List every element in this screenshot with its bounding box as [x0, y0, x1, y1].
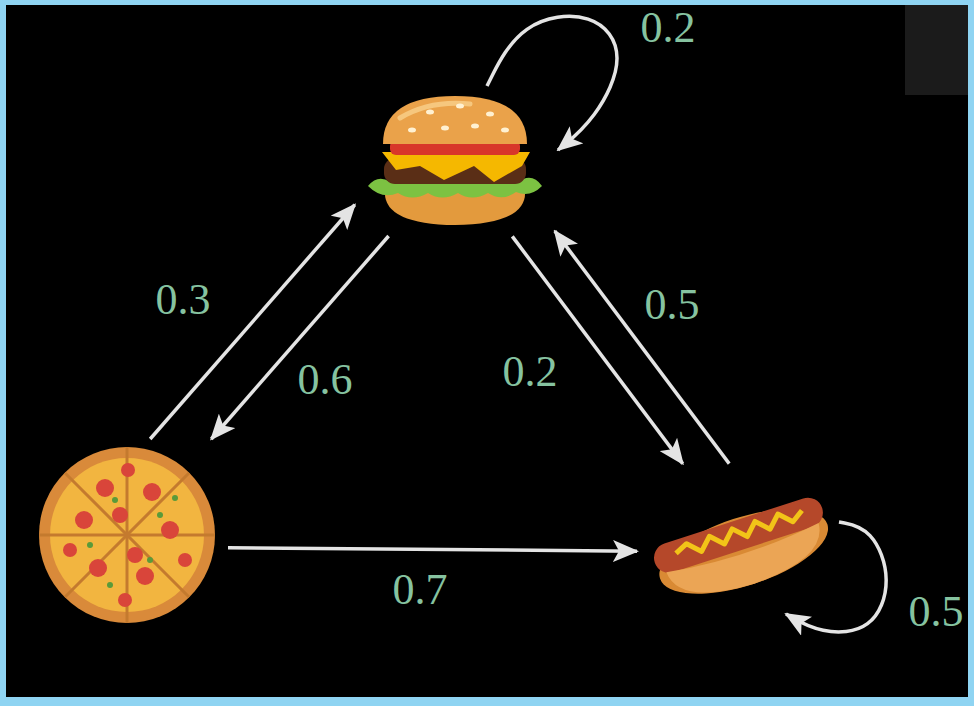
burger-picture [368, 96, 542, 225]
transition-arrow [555, 231, 729, 464]
probability-label: 0.3 [152, 278, 215, 322]
herbs [87, 495, 178, 588]
probability-label: 0.2 [637, 6, 700, 50]
bun-back [650, 492, 838, 611]
top-bun [383, 96, 527, 144]
probability-label: 0.5 [905, 590, 968, 634]
probability-label: 0.2 [499, 350, 562, 394]
pizza-state [35, 445, 220, 625]
self-loop-arrow [487, 16, 617, 150]
probability-label: 0.5 [641, 283, 704, 327]
sesame-seeds [408, 104, 509, 133]
probability-label: 0.7 [389, 568, 452, 612]
hotdog-state [645, 470, 835, 610]
pepperoni [63, 463, 192, 607]
bun-front [666, 523, 830, 609]
slice-cuts [39, 447, 215, 623]
transition-arrow [150, 205, 355, 439]
hotdog-picture [650, 492, 838, 611]
cheese [382, 152, 530, 182]
transition-arrow [211, 236, 388, 439]
pizza-picture [39, 447, 215, 623]
black-ground [6, 5, 968, 697]
transition-arrow [228, 548, 637, 551]
crust [39, 447, 215, 623]
probability-label: 0.6 [294, 358, 357, 402]
dark-panel [905, 5, 968, 95]
bun-shine [400, 103, 470, 118]
self-loop-arrow [786, 522, 886, 632]
burger-state [360, 90, 550, 230]
